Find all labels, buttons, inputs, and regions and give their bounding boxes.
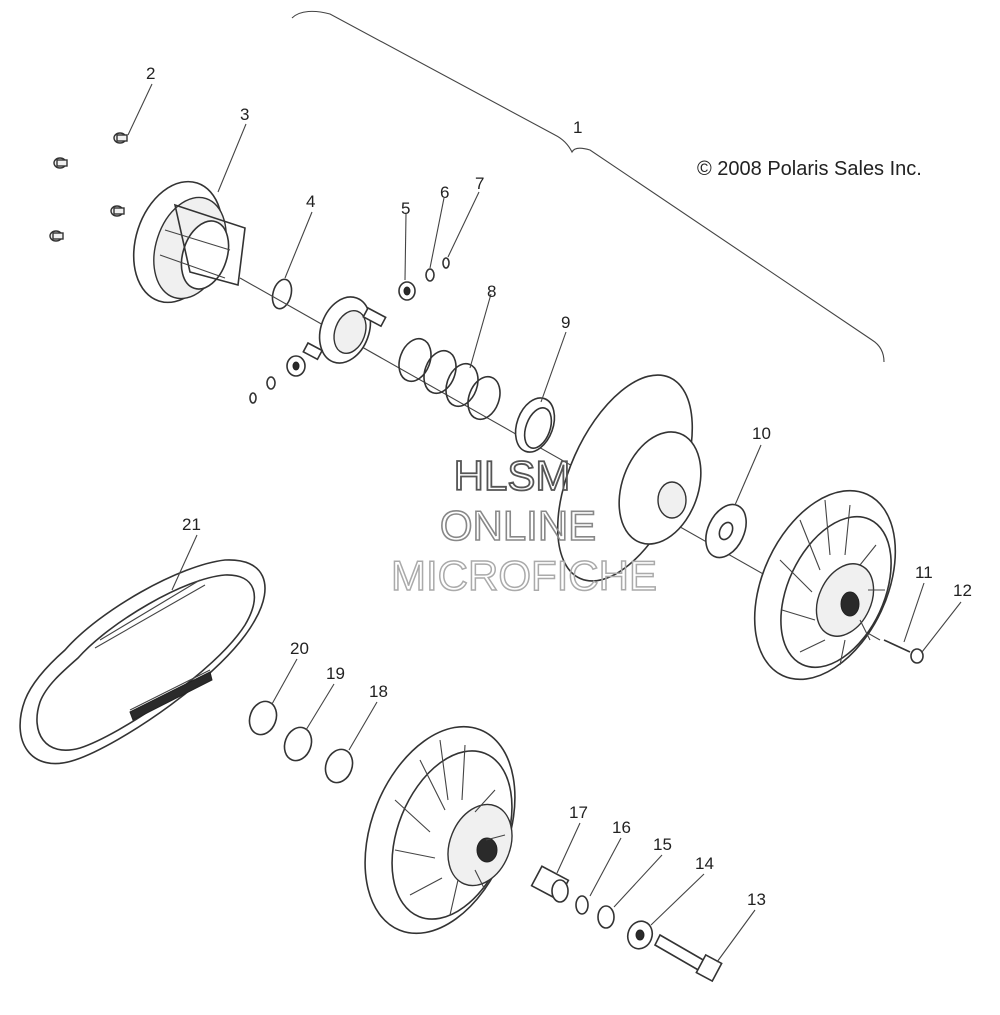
callout-5: 5 — [401, 199, 410, 218]
retaining-ring — [271, 278, 293, 310]
assembly-bracket — [291, 10, 885, 363]
callout-12: 12 — [953, 581, 972, 600]
callout-13: 13 — [747, 890, 766, 909]
callout-10: 10 — [752, 424, 771, 443]
watermark-line-1: HLSM — [454, 452, 571, 499]
callout-17: 17 — [569, 803, 588, 822]
watermark: HLSM ONLINE MICROFICHE — [390, 451, 658, 600]
callout-7: 7 — [475, 174, 484, 193]
callout-21: 21 — [182, 515, 201, 534]
bushing — [514, 397, 556, 453]
washer-large — [705, 503, 747, 559]
screw — [49, 230, 64, 242]
callout-labels: 1 2 3 4 5 6 7 8 9 10 11 12 13 14 15 16 1… — [146, 64, 972, 909]
stationary-sheave-lower — [364, 725, 516, 935]
washer-16 — [575, 895, 589, 915]
screw-group — [49, 132, 128, 242]
washer-18 — [324, 748, 354, 784]
bolt-small — [883, 639, 911, 653]
washer-14 — [626, 920, 654, 950]
washer — [425, 268, 435, 282]
washer-19 — [283, 726, 313, 762]
callout-3: 3 — [240, 105, 249, 124]
copyright-text: © 2008 Polaris Sales Inc. — [697, 158, 922, 180]
callout-8: 8 — [487, 282, 496, 301]
callout-2: 2 — [146, 64, 155, 83]
leader-lines — [127, 83, 962, 963]
screw — [113, 132, 128, 144]
watermark-line-3: MICROFICHE — [391, 552, 657, 599]
callout-15: 15 — [653, 835, 672, 854]
screw — [53, 157, 68, 169]
spacer — [530, 865, 570, 903]
callout-14: 14 — [695, 854, 714, 873]
drive-belt — [19, 559, 266, 765]
callout-18: 18 — [369, 682, 388, 701]
callout-20: 20 — [290, 639, 309, 658]
callout-11: 11 — [915, 563, 933, 582]
callout-9: 9 — [561, 313, 570, 332]
callout-4: 4 — [306, 192, 315, 211]
callout-6: 6 — [440, 183, 449, 202]
nut — [910, 648, 924, 664]
stationary-sheave-upper — [753, 489, 897, 681]
callout-19: 19 — [326, 664, 345, 683]
washer-20 — [248, 700, 278, 736]
screw — [110, 205, 125, 217]
spring — [398, 337, 501, 421]
bolt-large — [653, 933, 723, 983]
moveable-sheave — [556, 374, 702, 582]
spider-hub — [302, 296, 387, 364]
clutch-cover — [132, 180, 246, 304]
callout-16: 16 — [612, 818, 631, 837]
clip — [442, 257, 450, 269]
washer-15 — [597, 905, 615, 929]
roller-lower — [249, 355, 306, 404]
callout-1: 1 — [573, 118, 582, 137]
watermark-line-2: ONLINE — [440, 502, 596, 549]
roller — [398, 281, 416, 301]
